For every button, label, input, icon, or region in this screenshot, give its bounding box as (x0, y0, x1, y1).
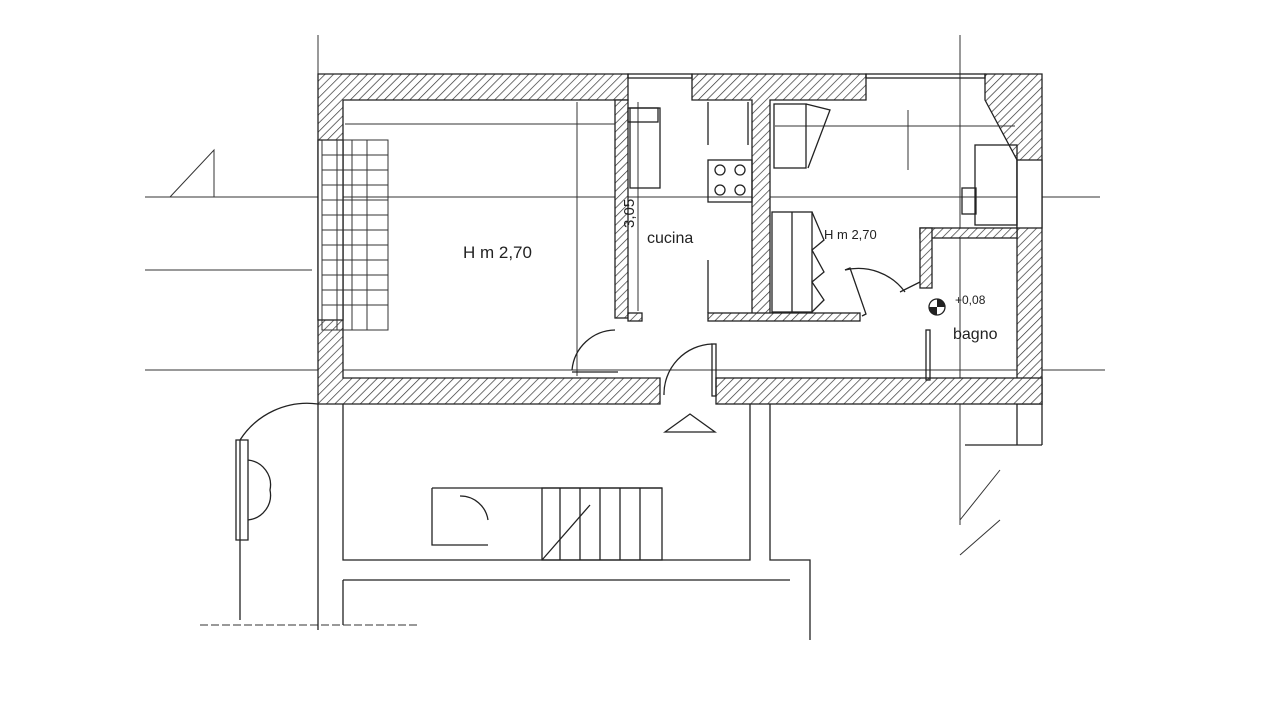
stove (707, 159, 753, 203)
doors (571, 267, 931, 397)
kitchen-bottom-wall (707, 312, 861, 322)
bagno-top-wall (919, 227, 1018, 239)
outer-wall (317, 73, 661, 405)
kitchen-fixtures (627, 102, 1018, 313)
fridge (773, 103, 807, 169)
level-marker-icon (928, 298, 946, 316)
bagno-level-label: +0,08 (955, 293, 986, 307)
burner-icon (734, 184, 746, 196)
living-height-label: H m 2,70 (463, 243, 532, 262)
balcony-grid (321, 139, 389, 331)
kitchen-label: cucina (647, 230, 693, 247)
bottom-wall-right (715, 377, 1043, 405)
top-wall-corner (984, 73, 1043, 405)
kitchen-dimension-label: 3,05 (621, 199, 638, 228)
burner-icon (714, 184, 726, 196)
door-swing (844, 267, 906, 293)
burner-icon (714, 164, 726, 176)
corridor-height-label: H m 2,70 (824, 227, 877, 242)
burner-icon (734, 164, 746, 176)
kitchen-stub (627, 312, 643, 322)
door-swing (571, 329, 616, 371)
door-swing (663, 343, 713, 396)
entrance-arrow-icon (662, 413, 718, 433)
top-wall-right (691, 73, 867, 319)
dimension-lines (345, 102, 1015, 376)
kitchen-partition (614, 99, 629, 319)
bagno-label: bagno (953, 326, 998, 343)
walls (317, 73, 1043, 405)
lower-level (235, 402, 1043, 640)
bagno-left-wall (919, 227, 933, 289)
